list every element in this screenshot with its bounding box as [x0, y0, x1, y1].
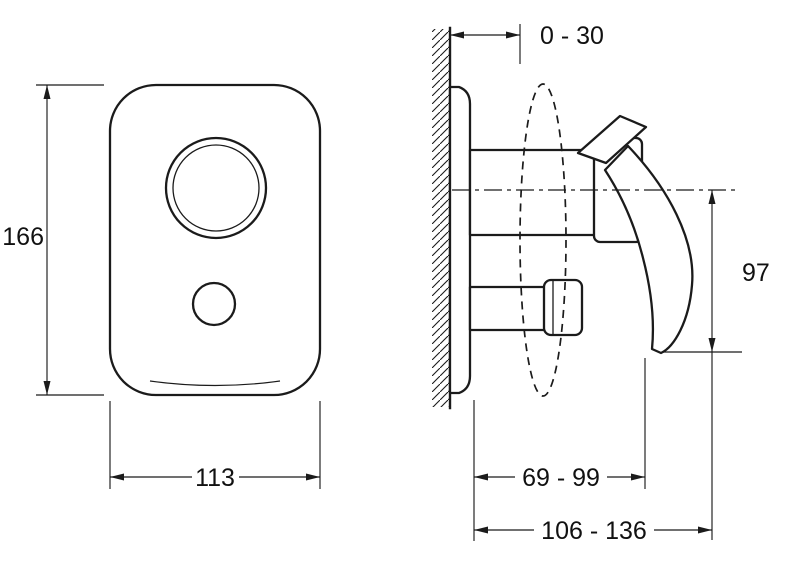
- side-view: [432, 26, 740, 410]
- dimension-label: 69 - 99: [522, 464, 600, 492]
- label-background: [534, 514, 654, 545]
- arrowhead: [631, 473, 645, 481]
- escutcheon-flush-position: [448, 85, 472, 395]
- arrowhead: [474, 473, 488, 481]
- arrowhead: [708, 338, 716, 352]
- faceplate-outline: [108, 83, 322, 397]
- arrowhead: [708, 190, 716, 204]
- arrowhead: [474, 526, 488, 534]
- handle-opening-inner-circle: [172, 144, 260, 232]
- arrowhead: [43, 85, 51, 99]
- dimension-label: 97: [742, 259, 770, 287]
- lever-blade: [603, 144, 694, 355]
- arrowhead: [698, 526, 712, 534]
- handle-opening-outer-circle: [164, 136, 268, 240]
- valve-body: [468, 148, 600, 237]
- diverter-button-circle: [191, 281, 237, 327]
- faceplate-bottom-contour: [149, 380, 281, 387]
- dimension-total-projection: 106 - 136: [474, 514, 712, 545]
- escutcheon-extended-position-dashed: [519, 83, 567, 397]
- dimension-wall-offset: 0 - 30: [450, 22, 604, 64]
- dimension-label: 0 - 30: [540, 22, 604, 50]
- arrowhead: [43, 381, 51, 395]
- dimension-label: 166: [2, 223, 44, 251]
- dimension-plate-width: 113: [109, 401, 321, 492]
- wall-hatching: [432, 29, 450, 407]
- dimension-body-projection: 69 - 99: [473, 358, 646, 541]
- label-background: [192, 461, 239, 492]
- diverter-knob: [542, 278, 584, 337]
- arrowhead: [110, 473, 124, 481]
- dimension-plate-height: 166: [2, 84, 104, 396]
- front-view: [108, 83, 322, 397]
- dimension-label: 113: [195, 464, 235, 492]
- diverter-stem: [468, 285, 548, 332]
- dimension-label: 106 - 136: [541, 517, 647, 545]
- arrowhead: [306, 473, 320, 481]
- label-background: [515, 461, 607, 492]
- lever-grip: [576, 114, 648, 165]
- arrowhead: [450, 31, 464, 39]
- dimension-handle-drop: 97: [663, 190, 770, 540]
- arrowhead: [506, 31, 520, 39]
